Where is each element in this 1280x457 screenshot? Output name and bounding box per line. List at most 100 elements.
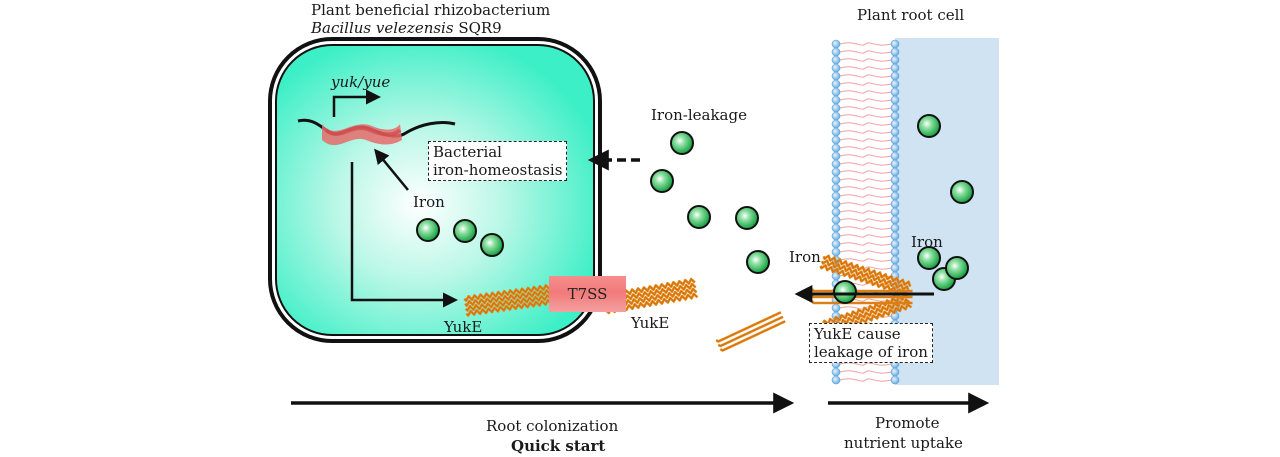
homeostasis-line-1: Bacterial <box>433 143 502 161</box>
lipid-head <box>831 151 841 161</box>
leakage-line-1: YukE cause <box>814 325 901 343</box>
lipid-head <box>890 239 900 249</box>
yuke-protein-structure <box>819 254 912 297</box>
lipid-head <box>890 255 900 265</box>
lipid-head <box>831 207 841 217</box>
iron-label-bacterium: Iron <box>413 193 445 211</box>
lipid-head <box>890 127 900 137</box>
lipid-head <box>831 223 841 233</box>
lipid-head <box>890 151 900 161</box>
lipid-head <box>890 231 900 241</box>
bacterium-title: Plant beneficial rhizobacterium <box>311 1 551 19</box>
timeline-phase2-line2: nutrient uptake <box>844 434 963 452</box>
lipid-head <box>831 47 841 57</box>
leakage-box: YukE cause leakage of iron <box>809 323 933 363</box>
lipid-head <box>890 71 900 81</box>
lipid-head <box>831 39 841 49</box>
lipid-head <box>831 191 841 201</box>
lipid-head <box>890 159 900 169</box>
lipid-head <box>831 367 841 377</box>
lipid-head <box>831 247 841 257</box>
lipid-head <box>890 95 900 105</box>
t7ss-secretion-system: T7SS <box>549 276 626 312</box>
iron-ball <box>833 280 857 304</box>
timeline-phase2-line1: Promote <box>875 414 940 432</box>
lipid-head <box>831 63 841 73</box>
lipid-head <box>831 375 841 385</box>
gene-dna <box>297 118 456 146</box>
iron-label-extracellular: Iron <box>789 248 821 266</box>
lipid-head <box>890 175 900 185</box>
lipid-head <box>831 175 841 185</box>
lipid-head <box>831 95 841 105</box>
lipid-head <box>890 199 900 209</box>
lipid-head <box>831 231 841 241</box>
iron-ball <box>687 205 711 229</box>
lipid-head <box>890 247 900 257</box>
iron-label-root: Iron <box>911 233 943 251</box>
lipid-head <box>831 127 841 137</box>
bacterium-species: Bacillus velezensis SQR9 <box>311 19 502 37</box>
lipid-head <box>890 87 900 97</box>
lipid-head <box>831 71 841 81</box>
lipid-head <box>890 191 900 201</box>
lipid-head <box>890 223 900 233</box>
lipid-head <box>890 167 900 177</box>
lipid-head <box>890 63 900 73</box>
yuke-protein-structure <box>810 288 913 305</box>
iron-regulation-arrow <box>374 148 409 191</box>
lipid-head <box>831 111 841 121</box>
lipid-head <box>890 103 900 113</box>
iron-leakage-label: Iron-leakage <box>651 106 747 124</box>
lipid-head <box>831 55 841 65</box>
lipid-head <box>831 303 841 313</box>
lipid-head <box>831 167 841 177</box>
species-name: Bacillus velezensis <box>311 19 454 37</box>
lipid-head <box>890 207 900 217</box>
lipid-head <box>890 183 900 193</box>
lipid-head <box>831 183 841 193</box>
lipid-head <box>831 215 841 225</box>
lipid-head <box>831 159 841 169</box>
yuke-protein-structure <box>715 311 786 352</box>
lipid-head <box>890 39 900 49</box>
iron-ball <box>480 233 504 257</box>
lipid-head <box>831 239 841 249</box>
lipid-head <box>890 263 900 273</box>
lipid-head <box>831 199 841 209</box>
lipid-head <box>890 143 900 153</box>
iron-ball <box>746 250 770 274</box>
yuke-proteins <box>463 254 913 352</box>
iron-ball <box>453 219 477 243</box>
lipid-head <box>831 119 841 129</box>
homeostasis-box: Bacterial iron-homeostasis <box>428 141 568 181</box>
iron-ball <box>917 114 941 138</box>
iron-ball <box>650 169 674 193</box>
iron-ball <box>670 131 694 155</box>
iron-ball <box>950 180 974 204</box>
iron-ball <box>917 246 941 270</box>
yuke-label-outside: YukE <box>631 314 670 332</box>
lipid-head <box>890 119 900 129</box>
expression-arrow <box>350 162 458 308</box>
gene-label: yuk/yue <box>331 73 391 91</box>
lipid-head <box>890 215 900 225</box>
iron-ball <box>416 218 440 242</box>
strain-name: SQR9 <box>453 19 502 37</box>
lipid-head <box>831 103 841 113</box>
yuke-protein-structure <box>463 283 559 317</box>
lipid-head <box>831 143 841 153</box>
leakage-line-2: leakage of iron <box>814 343 928 361</box>
lipid-head <box>890 55 900 65</box>
lipid-head <box>890 111 900 121</box>
bacterium-cell <box>268 37 602 343</box>
yuke-label-inside: YukE <box>444 318 483 336</box>
lipid-head <box>890 367 900 377</box>
promoter-arrow <box>332 89 381 117</box>
lipid-head <box>890 135 900 145</box>
homeostasis-line-2: iron-homeostasis <box>433 161 563 179</box>
lipid-head <box>831 135 841 145</box>
lipid-head <box>890 47 900 57</box>
iron-ball <box>945 256 969 280</box>
